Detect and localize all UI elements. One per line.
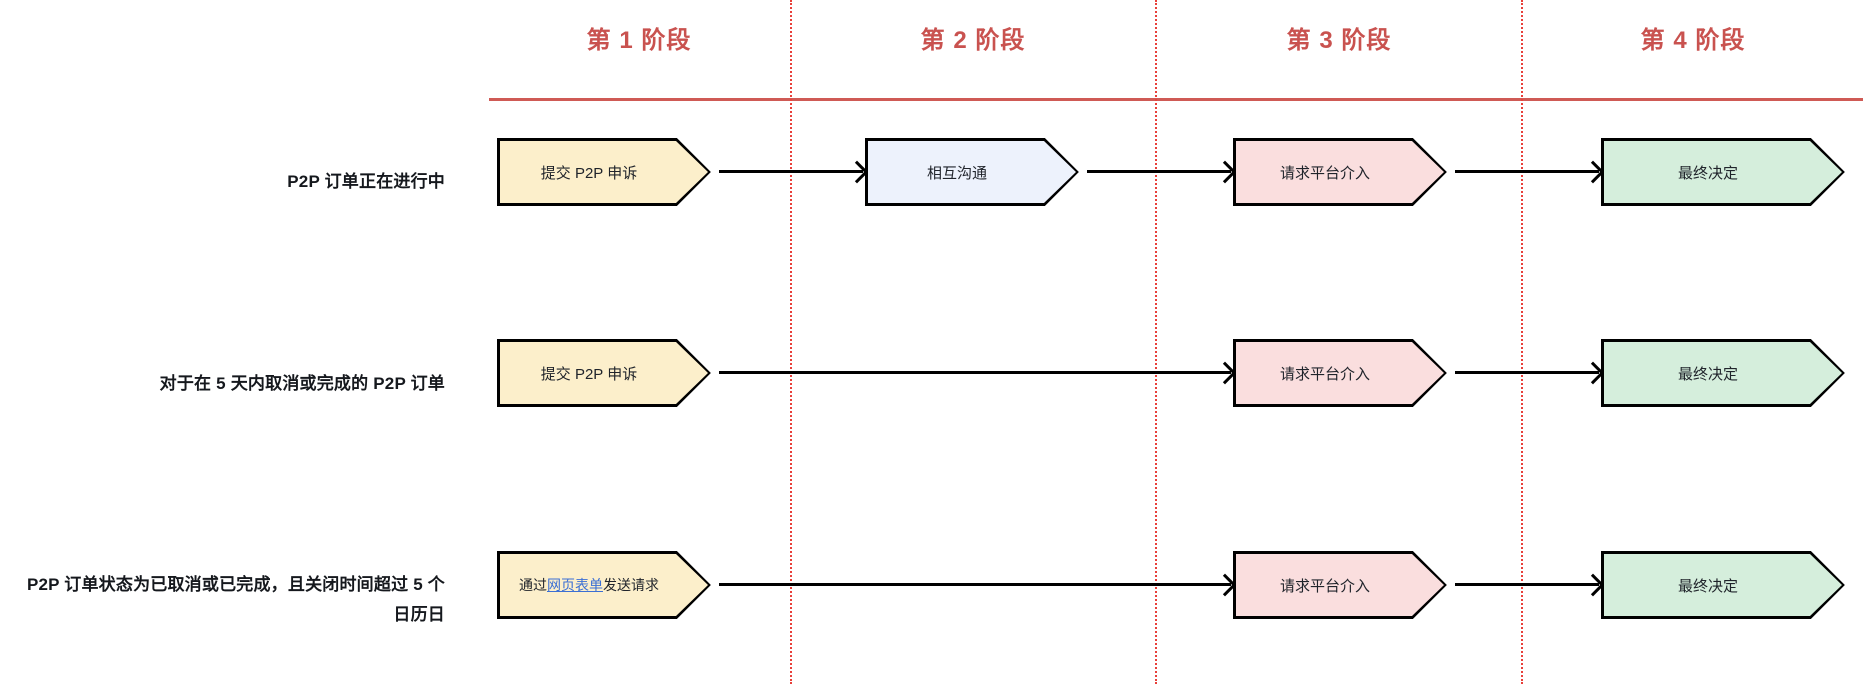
stage-header-4: 第 4 阶段 (1523, 20, 1863, 62)
node-row3-request-platform-label: 请求平台介入 (1279, 577, 1370, 595)
node-row2-submit-appeal-label: 提交 P2P 申诉 (540, 365, 638, 383)
stage-header-1: 第 1 阶段 (489, 20, 789, 62)
node-surface (1604, 342, 1842, 404)
row-label-2-text: 对于在 5 天内取消或完成的 P2P 订单 (159, 374, 445, 393)
node-surface (500, 554, 708, 616)
stage-header-3-label: 第 3 阶段 (1286, 27, 1392, 54)
row-label-1-text: P2P 订单正在进行中 (287, 172, 445, 191)
node-surface (1236, 554, 1444, 616)
web-form-link[interactable]: 网页表单 (547, 577, 603, 593)
connector-row1-2 (1087, 170, 1231, 173)
node-row1-submit-appeal-label: 提交 P2P 申诉 (540, 164, 638, 182)
stage-divider-3 (1521, 0, 1523, 684)
node-surface (1236, 342, 1444, 404)
row-label-3-text: P2P 订单状态为已取消或已完成，且关闭时间超过 5 个日历日 (26, 575, 445, 624)
node-row2-final-decision-label: 最终决定 (1677, 365, 1738, 383)
text-before-link: 通过 (519, 577, 547, 593)
node-row3-request-platform[interactable]: 请求平台介入 (1233, 551, 1447, 619)
stage-header-3: 第 3 阶段 (1157, 20, 1521, 62)
node-row2-request-platform-label: 请求平台介入 (1279, 365, 1370, 383)
connector-row1-3 (1455, 170, 1599, 173)
node-row3-final-decision-label: 最终决定 (1677, 577, 1738, 595)
stage-divider-2 (1155, 0, 1157, 684)
connector-row3-1 (719, 583, 1231, 586)
text-after-link: 发送请求 (603, 577, 659, 593)
node-row2-submit-appeal[interactable]: 提交 P2P 申诉 (497, 339, 711, 407)
node-row3-send-request-webform[interactable]: 通过网页表单发送请求 (497, 551, 711, 619)
node-surface (868, 141, 1076, 203)
node-row2-request-platform[interactable]: 请求平台介入 (1233, 339, 1447, 407)
row-label-2: 对于在 5 天内取消或完成的 P2P 订单 (20, 369, 445, 399)
row-label-3: P2P 订单状态为已取消或已完成，且关闭时间超过 5 个日历日 (20, 570, 445, 630)
node-row2-final-decision[interactable]: 最终决定 (1601, 339, 1845, 407)
node-surface (1236, 141, 1444, 203)
stage-divider-1 (790, 0, 792, 684)
connector-row1-1 (719, 170, 863, 173)
node-surface (1604, 141, 1842, 203)
node-surface (1604, 554, 1842, 616)
node-surface (500, 141, 708, 203)
node-row3-send-request-webform-label: 通过网页表单发送请求 (519, 575, 659, 595)
node-row3-final-decision[interactable]: 最终决定 (1601, 551, 1845, 619)
node-surface (500, 342, 708, 404)
connector-row3-2 (1455, 583, 1599, 586)
node-row1-final-decision[interactable]: 最终决定 (1601, 138, 1845, 206)
node-row1-mutual-communication[interactable]: 相互沟通 (865, 138, 1079, 206)
stage-header-4-label: 第 4 阶段 (1640, 27, 1746, 54)
stage-header-2: 第 2 阶段 (791, 20, 1155, 62)
connector-row2-2 (1455, 371, 1599, 374)
row-label-1: P2P 订单正在进行中 (20, 167, 445, 197)
header-divider-rule (489, 98, 1863, 101)
node-row1-final-decision-label: 最终决定 (1677, 164, 1738, 182)
stage-header-1-label: 第 1 阶段 (586, 27, 692, 54)
node-row1-submit-appeal[interactable]: 提交 P2P 申诉 (497, 138, 711, 206)
stage-header-2-label: 第 2 阶段 (920, 27, 1026, 54)
node-row1-mutual-communication-label: 相互沟通 (926, 164, 987, 182)
node-row1-request-platform-label: 请求平台介入 (1279, 164, 1370, 182)
connector-row2-1 (719, 371, 1231, 374)
node-row1-request-platform[interactable]: 请求平台介入 (1233, 138, 1447, 206)
